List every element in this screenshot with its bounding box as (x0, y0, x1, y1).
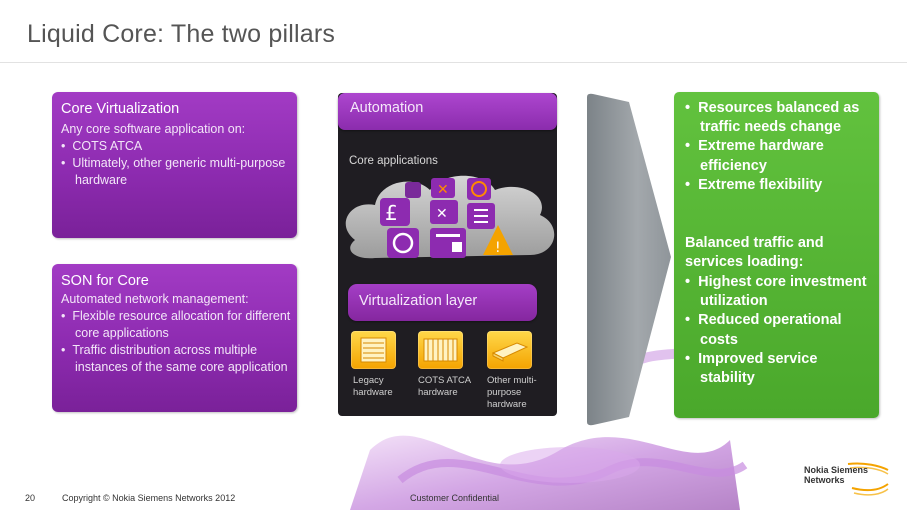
legacy-hardware-label: Legacy hardware (353, 375, 393, 398)
transition-arrow-icon (587, 93, 671, 426)
core-virtualization-bullet: • COTS ATCA (61, 139, 143, 153)
benefit-item: • Resources balanced as traffic needs ch… (685, 100, 860, 136)
virtualization-layer-label: Virtualization layer (359, 293, 478, 309)
svg-text:✕: ✕ (436, 206, 448, 222)
core-virtualization-box: Core Virtualization Any core software ap… (52, 92, 297, 238)
automation-label: Automation (350, 100, 424, 116)
multi-purpose-hardware-icon (487, 331, 532, 369)
page-title: Liquid Core: The two pillars (27, 20, 336, 48)
automation-bar: Automation (338, 93, 557, 130)
svg-text:✕: ✕ (437, 182, 449, 198)
benefits-box: • Resources balanced as traffic needs ch… (674, 92, 879, 418)
benefits-top-list: • Resources balanced as traffic needs ch… (685, 99, 873, 195)
page-number: 20 (25, 493, 36, 503)
benefit-item: • Reduced operational costs (685, 312, 842, 348)
confidentiality-label: Customer Confidential (410, 493, 500, 503)
son-for-core-title: SON for Core (61, 273, 149, 289)
cots-atca-hardware-label: COTS ATCA hardware (418, 375, 471, 398)
core-virtualization-bullet: • Ultimately, other generic multi-purpos… (61, 156, 286, 187)
benefits-bottom-list: • Highest core investment utilization • … (685, 273, 873, 388)
core-applications-label: Core applications (349, 155, 438, 167)
son-for-core-text: Automated network management: • Flexible… (61, 291, 291, 376)
company-logo-icon (847, 462, 889, 496)
son-for-core-intro: Automated network management: (61, 292, 249, 306)
benefits-heading: Balanced traffic and services loading: (685, 235, 824, 271)
legacy-hardware-icon (351, 331, 396, 369)
benefit-item: • Improved service stability (685, 350, 818, 387)
app-icons: ✕ £ ✕ ! (380, 178, 513, 258)
multi-purpose-hardware-label: Other multi-purpose hardware (487, 375, 537, 410)
core-virtualization-title: Core Virtualization (61, 101, 180, 117)
benefit-item: • Extreme hardware efficiency (685, 138, 824, 174)
svg-text:!: ! (495, 240, 501, 256)
cots-atca-hardware-icon (418, 331, 463, 369)
virtualization-layer-bar: Virtualization layer (348, 284, 537, 321)
copyright-text: Copyright © Nokia Siemens Networks 2012 (62, 493, 236, 503)
core-virtualization-intro: Any core software application on: (61, 122, 246, 136)
core-applications-cloud: ✕ £ ✕ ! (345, 175, 555, 259)
son-for-core-bullet: • Flexible resource allocation for diffe… (61, 309, 291, 340)
benefit-item: • Highest core investment utilization (685, 274, 867, 310)
svg-text:£: £ (385, 201, 398, 225)
benefit-item: • Extreme flexibility (685, 176, 823, 193)
son-for-core-box: SON for Core Automated network managemen… (52, 264, 297, 412)
title-divider (0, 62, 907, 63)
son-for-core-bullet: • Traffic distribution across multiple i… (61, 343, 288, 374)
core-virtualization-text: Any core software application on: • COTS… (61, 121, 291, 189)
